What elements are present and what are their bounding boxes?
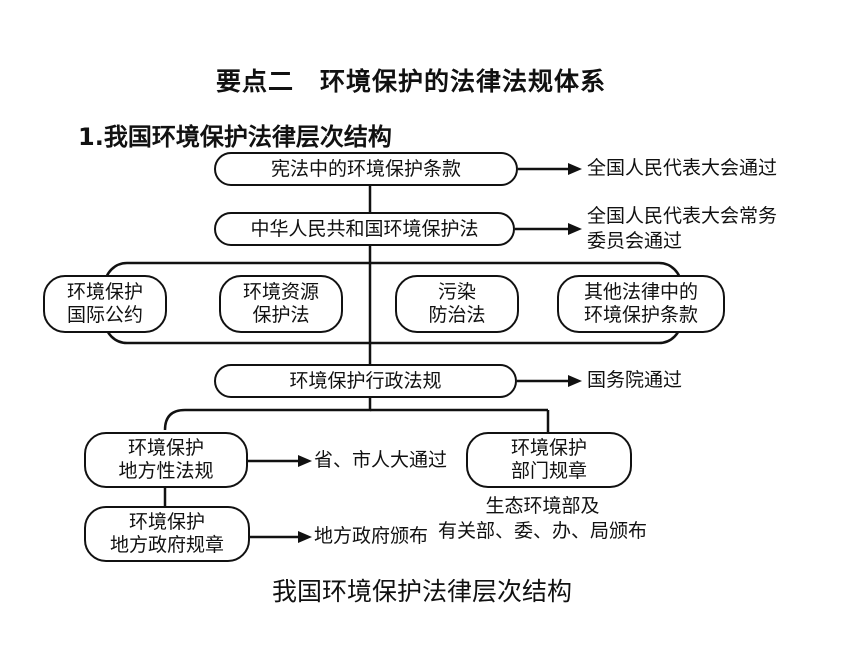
env-law-note-line1: 全国人民代表大会常务 — [587, 205, 778, 227]
section-heading: 要点二 环境保护的法律法规体系 — [216, 67, 607, 96]
other-law-line1: 其他法律中的 — [583, 281, 698, 303]
constitution-note: 全国人民代表大会通过 — [587, 157, 778, 179]
local-regulation-line1: 环境保护 — [127, 437, 204, 459]
dept-rules-line1: 环境保护 — [510, 437, 587, 459]
local-gov-rules-line1: 环境保护 — [128, 511, 205, 533]
admin-regulation-box: 环境保护行政法规 — [214, 364, 517, 398]
env-law-note: 全国人民代表大会常务 委员会通过 — [587, 204, 777, 254]
dept-rules-line2: 部门规章 — [510, 460, 587, 482]
resource-law-line2: 保护法 — [252, 304, 310, 326]
diagram-caption: 我国环境保护法律层次结构 — [272, 577, 573, 606]
resource-protection-law-box: 环境资源 保护法 — [219, 275, 343, 333]
dept-rules-note-line2: 有关部、委、办、局颁布 — [438, 520, 648, 542]
admin-regulation-note: 国务院通过 — [587, 369, 683, 391]
local-regulation-line2: 地方性法规 — [118, 460, 214, 482]
local-gov-rules-line2: 地方政府规章 — [109, 534, 224, 556]
intl-convention-box: 环境保护 国际公约 — [43, 275, 167, 333]
local-gov-rules-box: 环境保护 地方政府规章 — [84, 506, 250, 562]
local-gov-rules-note: 地方政府颁布 — [314, 525, 429, 547]
dept-rules-box: 环境保护 部门规章 — [466, 432, 632, 488]
dept-rules-note-line1: 生态环境部及 — [485, 495, 600, 517]
local-regulation-box: 环境保护 地方性法规 — [84, 432, 248, 488]
env-law-label: 中华人民共和国环境保护法 — [250, 217, 479, 240]
pollution-law-line2: 防治法 — [428, 304, 486, 326]
other-law-clauses-box: 其他法律中的 环境保护条款 — [557, 275, 725, 333]
dept-rules-note: 生态环境部及 有关部、委、办、局颁布 — [438, 494, 647, 544]
constitution-box: 宪法中的环境保护条款 — [214, 152, 518, 186]
intl-convention-line1: 环境保护 — [66, 281, 143, 303]
constitution-label: 宪法中的环境保护条款 — [270, 157, 461, 180]
pollution-law-line1: 污染 — [437, 281, 476, 303]
pollution-prevention-law-box: 污染 防治法 — [395, 275, 519, 333]
resource-law-line1: 环境资源 — [242, 281, 319, 303]
subsection-heading: 1.我国环境保护法律层次结构 — [78, 123, 392, 151]
other-law-line2: 环境保护条款 — [583, 304, 698, 326]
intl-convention-line2: 国际公约 — [66, 304, 143, 326]
env-law-note-line2: 委员会通过 — [587, 230, 683, 252]
admin-regulation-label: 环境保护行政法规 — [289, 369, 442, 392]
local-regulation-note: 省、市人大通过 — [314, 449, 448, 471]
env-law-box: 中华人民共和国环境保护法 — [214, 212, 515, 246]
